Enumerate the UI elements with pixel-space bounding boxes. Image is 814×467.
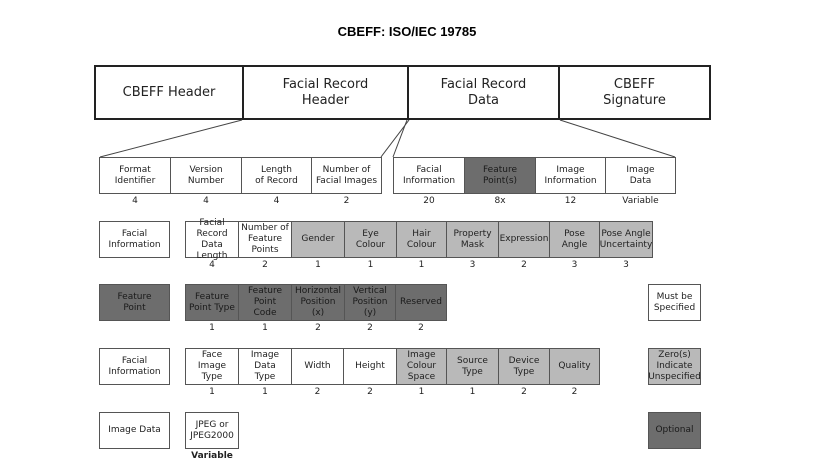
hair-colour-field: Hair Colour xyxy=(396,221,447,258)
vertical-position-field: Vertical Position (y) xyxy=(344,284,396,321)
field-size-value: 20 xyxy=(423,196,435,206)
reserved-field: Reserved xyxy=(395,284,447,321)
length-of-record-field: Length of Record xyxy=(241,157,312,194)
image-data-row-label: Image Data xyxy=(99,412,170,449)
field-size-value: 4 xyxy=(273,196,280,206)
field-size-value: 4 xyxy=(209,260,215,270)
field-size-value: 1 xyxy=(469,387,476,397)
field-size-value: 1 xyxy=(367,260,374,270)
number-of-facial-images-field: Number of Facial Images xyxy=(311,157,382,194)
version-number-field: Version Number xyxy=(170,157,242,194)
field-size-value: Variable xyxy=(191,451,233,461)
field-size-value: 1 xyxy=(418,260,425,270)
facial-record-header-block: Facial Record Header xyxy=(242,65,409,120)
image-information-row-label: Facial Information xyxy=(99,348,170,385)
legend-zeros-indicate-unspecified: Zero(s) Indicate Unspecified xyxy=(648,348,701,385)
field-size-value: 1 xyxy=(262,387,268,397)
feature-point-row-label: Feature Point xyxy=(99,284,170,321)
field-size-value: 2 xyxy=(343,196,350,206)
facial-record-data-length-field: Facial Record Data Length xyxy=(185,218,239,261)
width-field: Width xyxy=(291,348,344,385)
diagram-title: CBEFF: ISO/IEC 19785 xyxy=(337,24,477,39)
jpeg-or-jpeg2000-field: JPEG or JPEG2000 xyxy=(185,412,239,449)
field-size-value: 1 xyxy=(262,323,268,333)
field-size-value: 2 xyxy=(521,260,527,270)
data-expansion-left-line xyxy=(392,119,408,158)
property-mask-field: Property Mask xyxy=(446,221,499,258)
legend-optional: Optional xyxy=(648,412,701,449)
field-size-value: 2 xyxy=(571,387,578,397)
legend-must-be-specified: Must be Specified xyxy=(648,284,701,321)
device-type-field: Device Type xyxy=(498,348,550,385)
field-size-value: 1 xyxy=(209,323,215,333)
field-size-value: 12 xyxy=(564,196,577,206)
field-size-value: 3 xyxy=(623,260,629,270)
feature-point-code-field: Feature Point Code xyxy=(238,284,292,321)
height-field: Height xyxy=(343,348,397,385)
field-size-value: 3 xyxy=(469,260,476,270)
gender-field: Gender xyxy=(291,221,345,258)
field-size-value: 3 xyxy=(571,260,578,270)
quality-field: Quality xyxy=(549,348,600,385)
header-expansion-left-line xyxy=(99,119,243,158)
field-size-value: 2 xyxy=(314,387,321,397)
field-size-value: 1 xyxy=(315,260,321,270)
facial-record-data-block: Facial Record Data xyxy=(407,65,560,120)
source-type-field: Source Type xyxy=(446,348,499,385)
horizontal-position-field: Horizontal Position (x) xyxy=(291,284,345,321)
field-size-value: 8x xyxy=(494,196,506,206)
image-colour-space-field: Image Colour Space xyxy=(396,348,447,385)
image-data-field: Image Data xyxy=(605,157,676,194)
field-size-value: 4 xyxy=(132,196,138,206)
image-data-type-field: Image Data Type xyxy=(238,348,292,385)
cbeff-signature-block: CBEFF Signature xyxy=(558,65,711,120)
field-size-value: 2 xyxy=(367,323,373,333)
data-expansion-right-line xyxy=(559,119,676,158)
facial-information-row-label: Facial Information xyxy=(99,221,170,258)
pose-angle-uncertainty-field: Pose Angle Uncertainty xyxy=(599,221,653,258)
field-size-value: 2 xyxy=(367,387,373,397)
field-size-value: 2 xyxy=(315,323,321,333)
feature-points-field: Feature Point(s) xyxy=(464,157,536,194)
field-size-value: 1 xyxy=(418,387,425,397)
field-size-value: Variable xyxy=(622,196,659,206)
feature-point-type-field: Feature Point Type xyxy=(185,284,239,321)
field-size-value: 1 xyxy=(209,387,215,397)
facial-information-field: Facial Information xyxy=(393,157,465,194)
image-information-field: Image Information xyxy=(535,157,606,194)
field-size-value: 2 xyxy=(262,260,268,270)
field-size-value: 4 xyxy=(203,196,209,206)
field-size-value: 2 xyxy=(521,387,527,397)
pose-angle-field: Pose Angle xyxy=(549,221,600,258)
format-identifier-field: Format Identifier xyxy=(99,157,171,194)
expression-field: Expression xyxy=(498,221,550,258)
field-size-value: 2 xyxy=(418,323,424,333)
number-of-feature-points-field: Number of Feature Points xyxy=(238,221,292,258)
eye-colour-field: Eye Colour xyxy=(344,221,397,258)
face-image-type-field: Face Image Type xyxy=(185,348,239,385)
